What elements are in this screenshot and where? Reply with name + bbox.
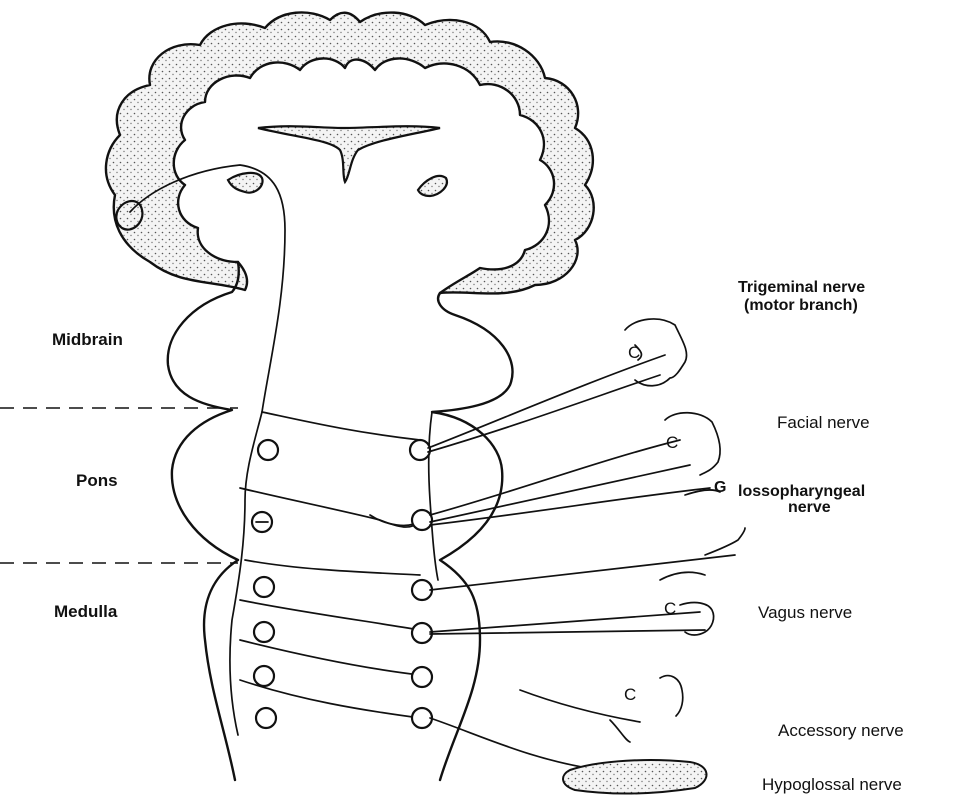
nucleus-right-1 [410,440,430,460]
brainstem-inner-right [429,412,438,580]
facial-fiber [430,440,680,515]
vagus-label: Vagus nerve [758,603,852,622]
head-sketch-lower: C [520,676,683,742]
nucleus-left-5 [254,666,274,686]
nucleus-right-5 [412,667,432,687]
accessory-fiber [430,718,600,770]
vagus-fiber-2 [430,630,705,634]
brainstem-inner-left [230,412,262,735]
hypoglossal-label: Hypoglossal nerve [762,775,902,794]
ear-glyph-middle: C [666,433,678,452]
head-sketch-middle: C [665,413,720,475]
pons-label: Pons [76,471,118,490]
nucleus-left-3 [254,577,274,597]
glosso-label-line1: lossopharyngeal [738,483,865,500]
trigeminal-fiber [428,355,665,448]
motor-cortex-nucleus [116,201,142,230]
ear-glyph-lower: C [624,685,636,704]
nucleus-left-1 [258,440,278,460]
ear-glyph-upper: C [628,343,640,362]
facial-fiber-2 [430,465,690,522]
midbrain-label: Midbrain [52,330,123,349]
trigeminal-label-line1: Trigeminal nerve [738,279,865,296]
left-lateral-ventricle-horn [228,173,263,193]
nucleus-left-6 [256,708,276,728]
throat-sketch [660,490,745,580]
trigeminal-label-line2: (motor branch) [744,297,858,314]
ear-glyph-vagus: C [664,599,676,618]
brainstem-left-outline [168,262,239,780]
trigeminal-fiber-2 [428,375,660,452]
nucleus-right-3 [412,580,432,600]
nucleus-right-6 [412,708,432,728]
glosso-fiber [430,488,710,525]
tongue-sketch [563,760,706,793]
brainstem-right-outline [432,293,513,780]
right-lateral-ventricle-horn [418,176,447,196]
accessory-label: Accessory nerve [778,721,904,740]
glosso-label-line2: nerve [788,499,831,516]
facial-label: Facial nerve [777,413,870,432]
medulla-fiber-1 [245,560,420,575]
nucleus-left-4 [254,622,274,642]
glosso-g-glyph: G [714,479,726,496]
nucleus-right-2 [412,510,432,530]
pons-fiber [262,412,420,440]
nucleus-right-4 [412,623,432,643]
lateral-ventricle [258,126,440,182]
vagus-fiber [430,612,700,632]
medulla-label: Medulla [54,602,118,621]
